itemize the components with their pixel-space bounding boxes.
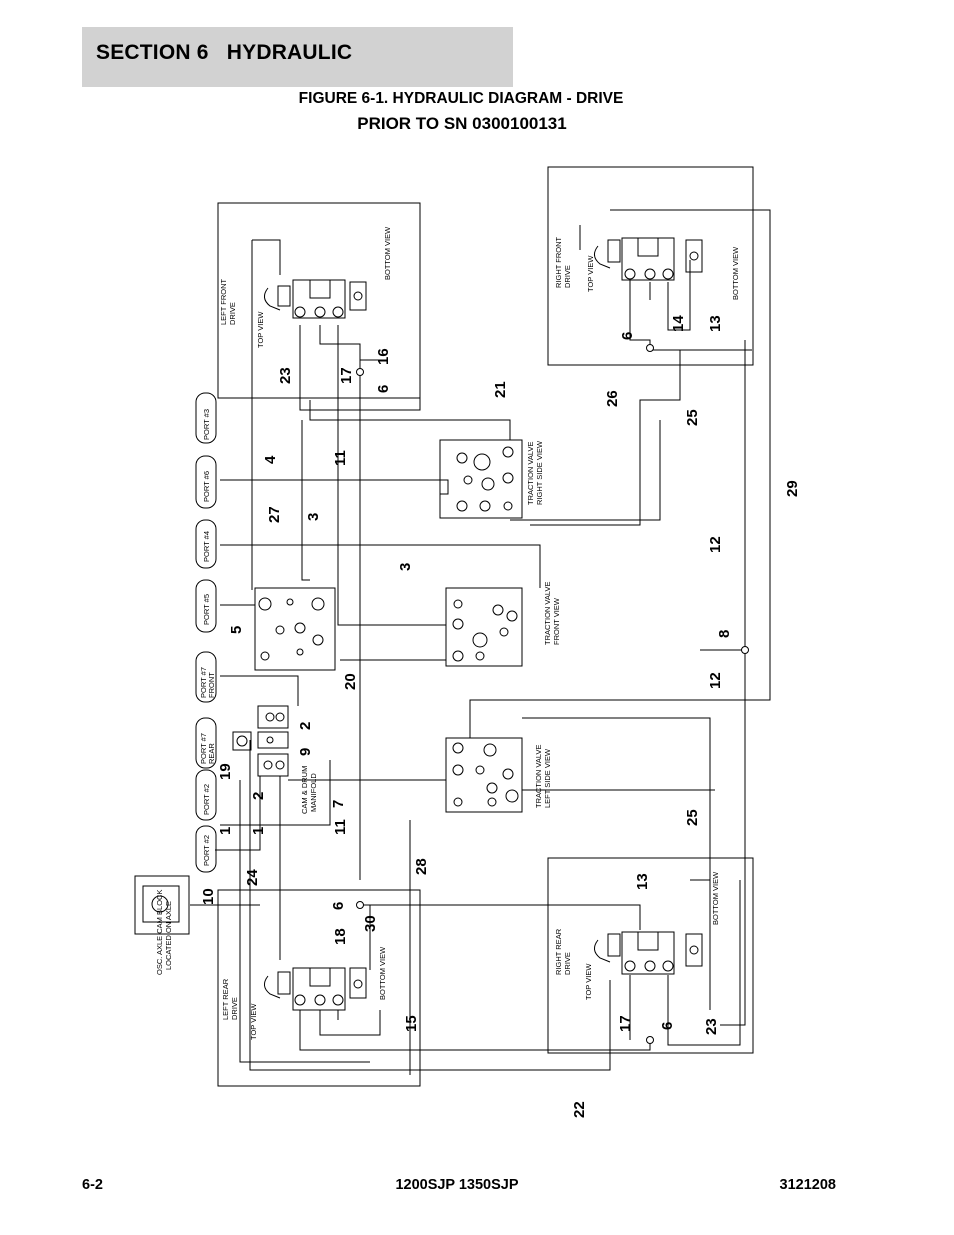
right-rear-motor (594, 931, 703, 975)
svg-text:25: 25 (684, 809, 701, 826)
svg-text:BOTTOM VIEW: BOTTOM VIEW (378, 946, 387, 1000)
svg-text:15: 15 (403, 1015, 420, 1032)
svg-text:DRIVE: DRIVE (563, 265, 572, 288)
svg-text:1: 1 (217, 827, 234, 835)
right-rear-drive-label: RIGHT REAR (554, 928, 563, 975)
svg-text:17: 17 (338, 367, 355, 384)
svg-text:25: 25 (684, 409, 701, 426)
svg-text:BOTTOM VIEW: BOTTOM VIEW (383, 226, 392, 280)
left-rear-drive-label: LEFT REAR (221, 978, 230, 1020)
svg-text:21: 21 (492, 381, 509, 398)
section-banner: SECTION 6 HYDRAULIC (82, 27, 513, 87)
right-front-drive-box (547, 166, 754, 366)
svg-text:12: 12 (707, 672, 724, 689)
left-rear-drive-box (217, 889, 421, 1087)
document-number: 3121208 (779, 1177, 836, 1193)
page-number: 6-2 (82, 1177, 103, 1193)
svg-text:26: 26 (604, 390, 621, 407)
svg-text:17: 17 (617, 1015, 634, 1032)
svg-text:13: 13 (634, 873, 651, 890)
svg-text:16: 16 (375, 348, 392, 365)
svg-text:LOCATED ON AXLE: LOCATED ON AXLE (164, 901, 173, 970)
svg-text:3: 3 (397, 563, 414, 571)
svg-text:28: 28 (413, 858, 430, 875)
svg-text:13: 13 (707, 315, 724, 332)
right-rear-drive-box (547, 857, 754, 1054)
svg-text:3: 3 (305, 513, 322, 521)
figure-subtitle: PRIOR TO SN 0300100131 (357, 114, 567, 133)
traction-valve-left-label: TRACTION VALVE (534, 745, 543, 808)
svg-text:PORT #4: PORT #4 (202, 531, 211, 562)
right-front-drive-label: RIGHT FRONT (554, 236, 563, 288)
svg-text:TOP VIEW: TOP VIEW (584, 963, 593, 1000)
svg-text:10: 10 (200, 888, 217, 905)
svg-text:TOP VIEW: TOP VIEW (249, 1003, 258, 1040)
svg-text:2: 2 (297, 722, 314, 730)
svg-text:22: 22 (571, 1101, 588, 1118)
svg-text:29: 29 (784, 480, 801, 497)
svg-text:MANIFOLD: MANIFOLD (309, 773, 318, 812)
left-rear-motor (264, 967, 367, 1011)
svg-text:6: 6 (375, 385, 392, 393)
traction-valve-right-label: TRACTION VALVE (526, 442, 535, 505)
left-front-drive-box (217, 202, 421, 399)
svg-text:TOP VIEW: TOP VIEW (256, 311, 265, 348)
osc-axle-block-label: OSC. AXLE CAM BLOCK (155, 890, 164, 975)
svg-text:PORT #6: PORT #6 (202, 471, 211, 502)
svg-text:20: 20 (342, 673, 359, 690)
svg-text:5: 5 (228, 626, 245, 634)
svg-text:8: 8 (716, 630, 733, 638)
svg-text:PORT #7: PORT #7 (199, 667, 208, 698)
svg-text:PORT #7: PORT #7 (199, 733, 208, 764)
svg-text:23: 23 (277, 367, 294, 384)
manifold-block (254, 587, 336, 671)
svg-text:11: 11 (332, 819, 349, 835)
svg-text:19: 19 (217, 763, 234, 780)
cam-drum-manifold-label: CAM & DRUM (300, 766, 309, 814)
svg-text:6: 6 (330, 902, 347, 910)
svg-text:DRIVE: DRIVE (230, 997, 239, 1020)
svg-text:30: 30 (362, 915, 379, 932)
svg-text:6: 6 (619, 332, 636, 340)
svg-text:PORT #2: PORT #2 (202, 835, 211, 866)
svg-text:11: 11 (332, 450, 349, 466)
traction-valve-front-body (445, 587, 523, 667)
svg-text:9: 9 (297, 748, 314, 756)
svg-text:LEFT SIDE VIEW: LEFT SIDE VIEW (543, 748, 552, 808)
svg-text:DRIVE: DRIVE (563, 952, 572, 975)
left-front-drive-label: LEFT FRONT (219, 278, 228, 325)
svg-text:FRONT: FRONT (207, 672, 216, 698)
svg-text:14: 14 (670, 315, 687, 332)
svg-text:4: 4 (262, 455, 279, 464)
svg-text:DRIVE: DRIVE (228, 302, 237, 325)
svg-text:1: 1 (250, 827, 267, 835)
right-front-motor (594, 237, 703, 281)
figure-title: FIGURE 6-1. HYDRAULIC DIAGRAM - DRIVE (298, 90, 624, 107)
svg-text:PORT #2: PORT #2 (202, 784, 211, 815)
svg-text:23: 23 (703, 1018, 720, 1035)
svg-text:24: 24 (244, 869, 261, 886)
svg-text:RIGHT SIDE VIEW: RIGHT SIDE VIEW (535, 440, 544, 505)
svg-text:PORT #3: PORT #3 (202, 409, 211, 440)
svg-text:7: 7 (330, 800, 347, 808)
left-front-motor (264, 279, 367, 319)
svg-text:REAR: REAR (207, 743, 216, 764)
svg-text:2: 2 (250, 792, 267, 800)
svg-text:18: 18 (332, 928, 349, 945)
traction-valve-left-body (445, 737, 523, 813)
svg-text:27: 27 (266, 506, 283, 523)
model-number: 1200SJP 1350SJP (395, 1177, 519, 1193)
svg-text:TOP VIEW: TOP VIEW (586, 255, 595, 292)
svg-text:PORT #5: PORT #5 (202, 594, 211, 625)
svg-text:12: 12 (707, 536, 724, 553)
svg-text:BOTTOM VIEW: BOTTOM VIEW (711, 871, 720, 925)
section-title: SECTION 6 HYDRAULIC (96, 41, 353, 64)
svg-text:6: 6 (659, 1022, 676, 1030)
traction-valve-right-body (439, 439, 523, 519)
svg-text:FRONT VIEW: FRONT VIEW (552, 597, 561, 645)
traction-valve-front-label: TRACTION VALVE (543, 582, 552, 645)
svg-text:BOTTOM VIEW: BOTTOM VIEW (731, 246, 740, 300)
